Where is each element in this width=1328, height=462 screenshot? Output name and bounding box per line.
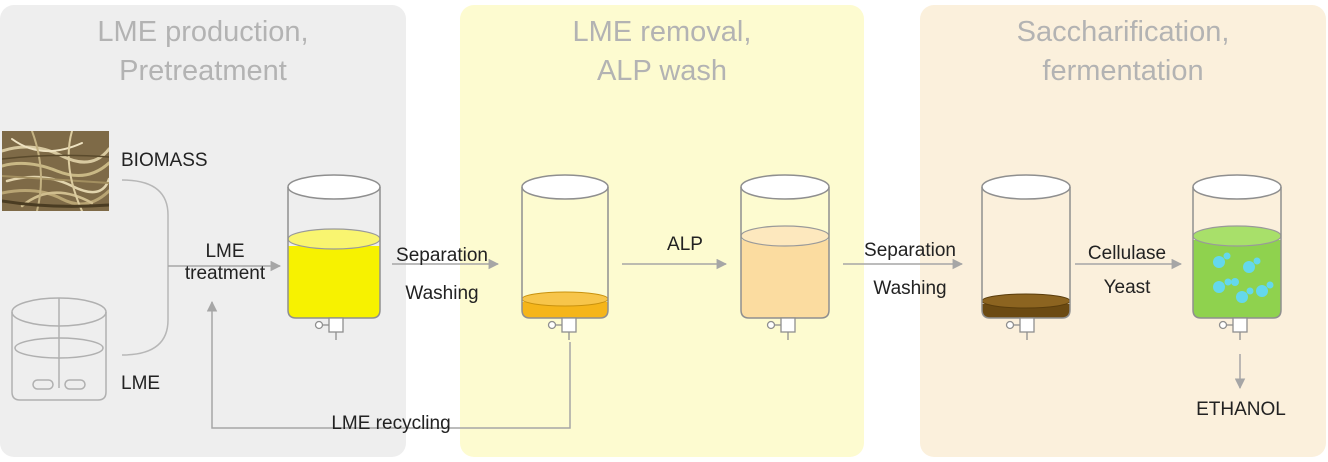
lme-treatment-label: LME treatment <box>170 241 280 285</box>
label-line: Washing <box>873 278 947 299</box>
panel-title-line: LME production, <box>97 16 309 48</box>
vessel-icon <box>981 174 1071 341</box>
label-line: Separation <box>396 245 488 266</box>
vessel-icon <box>740 174 830 341</box>
panel-title-lme-production: LME production, Pretreatment <box>0 13 406 91</box>
vessel-icon <box>521 174 609 341</box>
panel-title-saccharification: Saccharification, fermentation <box>920 13 1326 91</box>
biomass-label: BIOMASS <box>121 150 208 171</box>
panel-title-line: Saccharification, <box>1016 16 1230 48</box>
panel-title-line: LME removal, <box>572 16 752 48</box>
vessel-icon <box>287 174 381 341</box>
ethanol-label: ETHANOL <box>1196 399 1286 420</box>
feed-bracket <box>121 179 169 356</box>
lme-label: LME <box>121 373 161 394</box>
yeast-cell-icon <box>1213 252 1274 303</box>
label-line: treatment <box>184 263 266 284</box>
alp-label: ALP <box>667 234 703 255</box>
panel-title-line: Pretreatment <box>119 55 287 87</box>
label-line: Cellulase <box>1087 243 1167 264</box>
label-line: Separation <box>864 240 956 261</box>
stirred-tank-icon <box>11 297 107 401</box>
separation-washing-1-label: Separation Washing <box>386 237 498 313</box>
panel-title-lme-removal: LME removal, ALP wash <box>460 13 864 91</box>
panel-title-line: ALP wash <box>596 55 728 87</box>
cellulase-yeast-label: Cellulase Yeast <box>1078 237 1176 305</box>
panel-title-line: fermentation <box>1042 55 1204 87</box>
recycle-line <box>463 342 571 429</box>
arrow-icon <box>206 300 463 429</box>
separation-washing-2-label: Separation Washing <box>852 232 968 308</box>
label-line: Yeast <box>1103 277 1151 298</box>
label-line: LME <box>205 241 245 262</box>
label-line: Washing <box>405 283 479 304</box>
biomass-photo <box>2 131 109 211</box>
lme-recycling-label: LME recycling <box>331 413 451 434</box>
vessel-icon <box>1192 174 1282 341</box>
